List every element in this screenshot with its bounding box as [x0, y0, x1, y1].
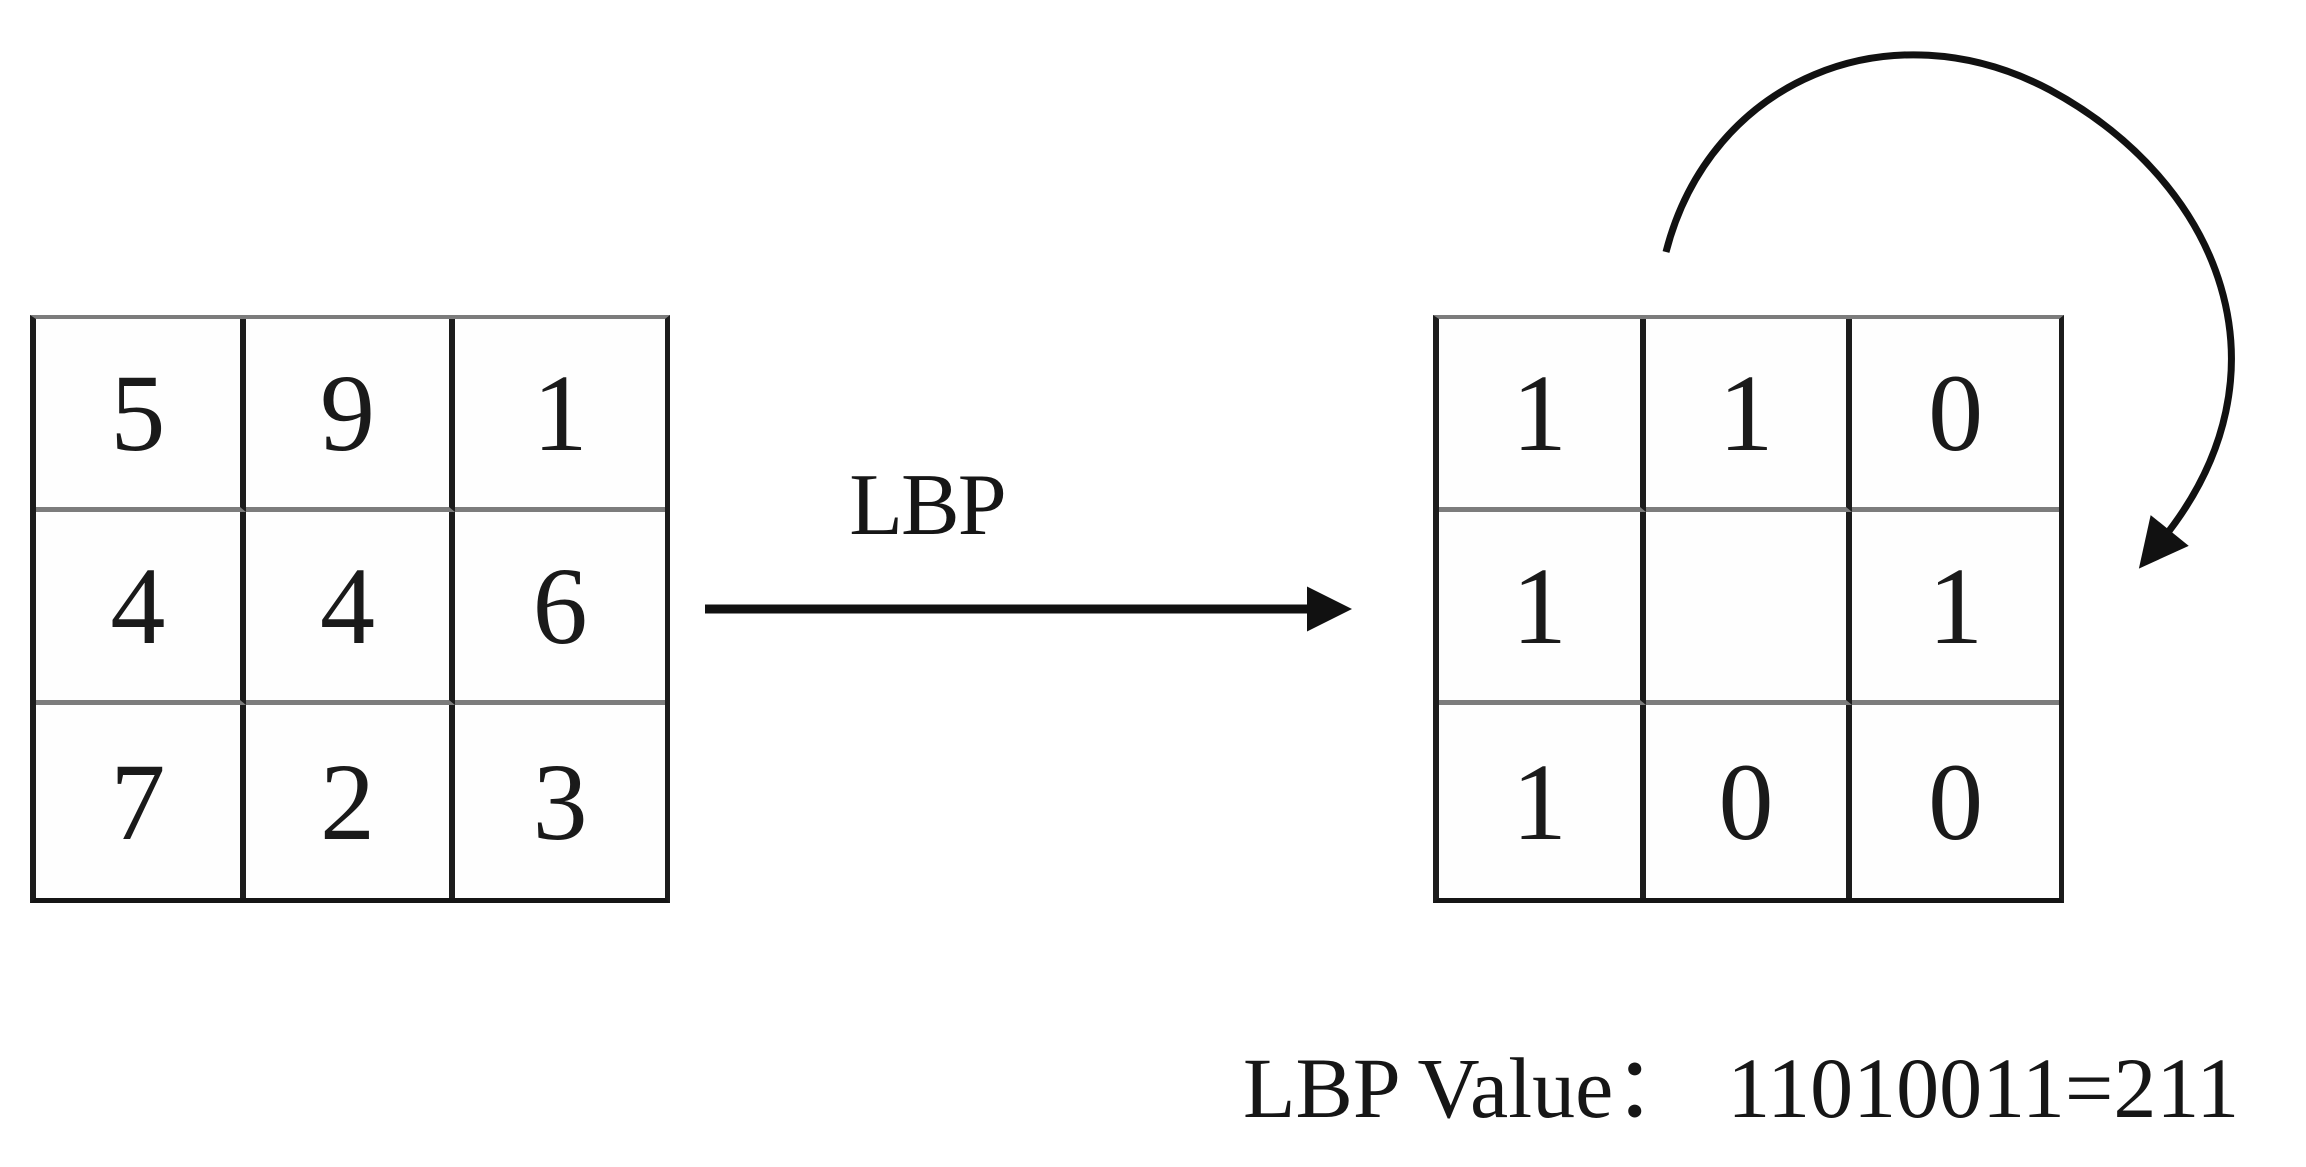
input-grid-cell: 4 [245, 512, 456, 705]
lbp-result-label: LBP Value： [1243, 1040, 1700, 1136]
input-grid-cell: 2 [246, 705, 456, 898]
output-grid-cell: 1 [1439, 319, 1646, 512]
lbp-arrow-label: LBP [849, 457, 1006, 554]
output-binary-grid: 1 1 0 1 1 1 0 0 [1433, 315, 2064, 903]
input-grid-cell: 9 [245, 319, 456, 512]
output-grid-cell: 0 [1928, 740, 1984, 863]
output-grid-cell-center-empty [1645, 512, 1853, 705]
output-grid-cell: 1 [1439, 512, 1646, 705]
input-pixel-grid: 5 9 1 4 4 6 7 2 3 [30, 315, 670, 903]
output-grid-cell: 1 [1645, 319, 1853, 512]
lbp-result-value: 11010011=211 [1727, 1040, 2240, 1136]
output-grid-cell: 0 [1646, 705, 1853, 898]
output-grid-cell: 0 [1852, 319, 2059, 512]
input-grid-cell: 5 [36, 319, 246, 512]
input-grid-cell: 4 [36, 512, 246, 705]
input-grid-cell: 7 [36, 705, 246, 898]
output-grid-cell: 1 [1852, 512, 2059, 705]
input-grid-cell: 1 [455, 319, 665, 512]
input-grid-cell: 6 [455, 512, 665, 705]
output-grid-cell: 1 [1439, 705, 1646, 898]
input-grid-cell: 3 [532, 740, 588, 863]
lbp-result-line: LBP Value：11010011=211 [1243, 1045, 2239, 1131]
